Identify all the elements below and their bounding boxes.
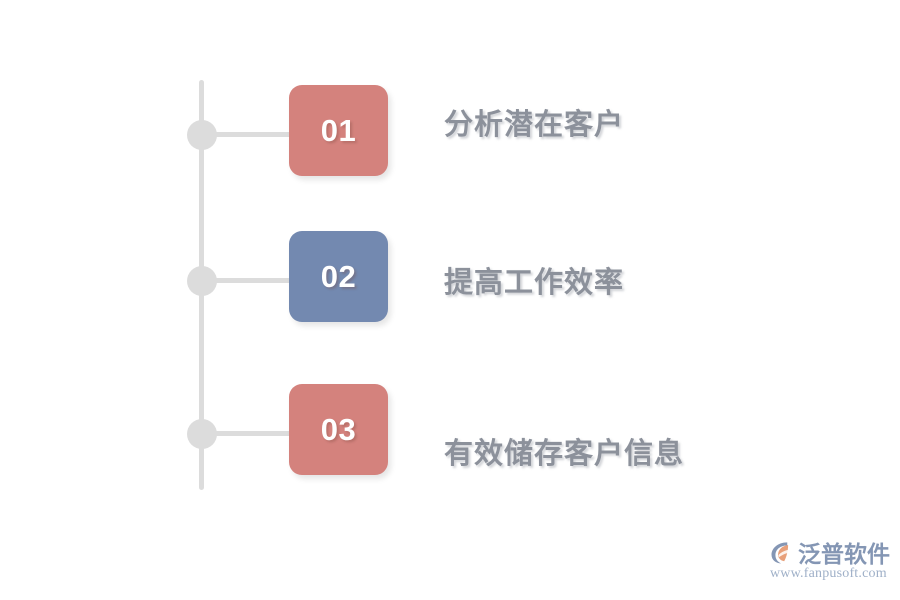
step-number-badge[interactable]: 02 [289,231,388,322]
timeline-node-dot [187,266,217,296]
timeline-connector-line [215,278,293,283]
timeline-step: 02 提高工作效率 [0,231,900,331]
step-number-badge[interactable]: 03 [289,384,388,475]
fanpu-logo-icon [771,541,789,563]
step-title: 有效储存客户信息 [444,438,685,470]
brand-logo-row: 泛普软件 [768,535,898,568]
timeline-connector-line [215,132,293,137]
timeline-connector-line [215,431,293,436]
step-number-badge[interactable]: 01 [289,85,388,176]
timeline-step: 01 分析潜在客户 [0,85,900,185]
step-number-label: 03 [320,411,357,447]
brand-name: 泛普软件 [798,540,890,567]
step-title: 分析潜在客户 [444,109,625,141]
timeline-node-dot [187,419,217,449]
step-number-label: 02 [320,258,357,294]
timeline-step: 03 有效储存客户信息 [0,384,900,484]
brand-watermark: 泛普软件 www.fanpusoft.com [768,535,898,590]
step-number-label: 01 [320,112,357,148]
brand-url: www.fanpusoft.com [770,566,887,581]
step-title: 提高工作效率 [444,267,625,299]
timeline-node-dot [187,120,217,150]
